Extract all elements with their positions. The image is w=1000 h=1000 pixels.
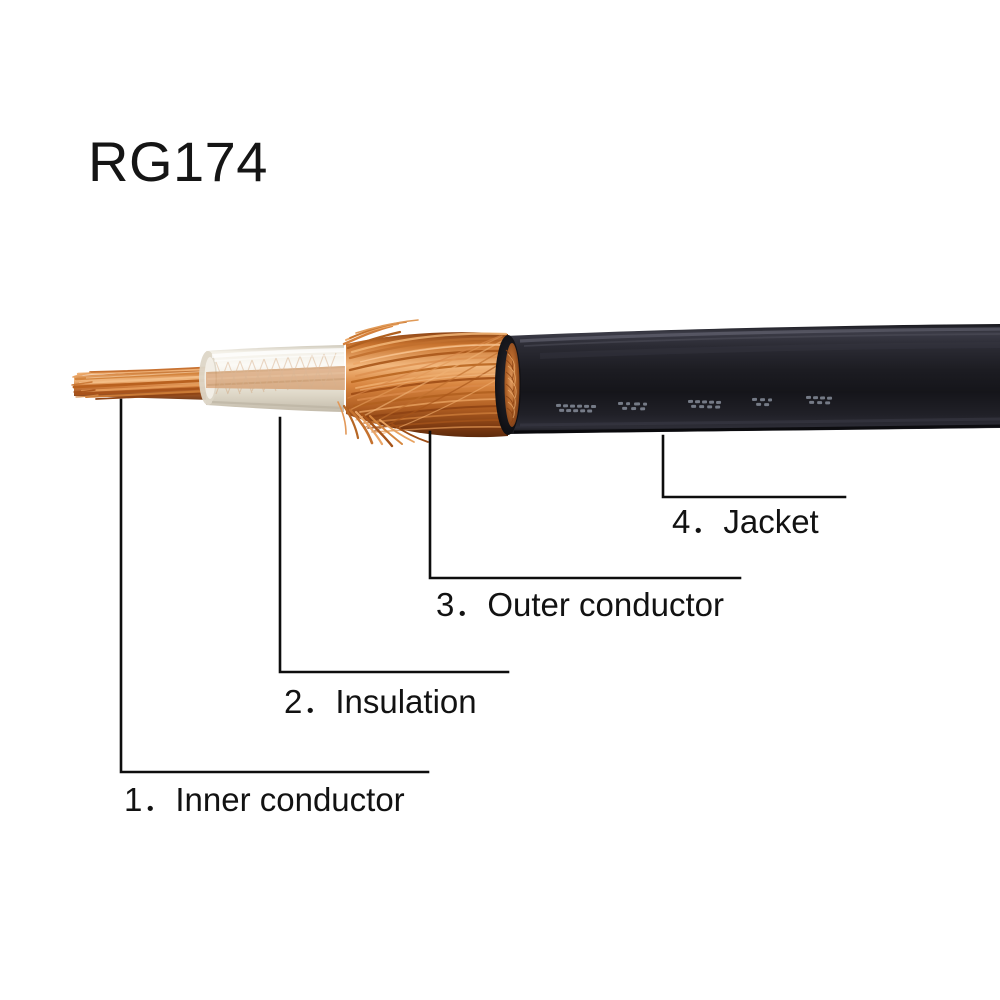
jacket-print-marking <box>556 395 833 413</box>
callout-label-outer-conductor: 3．Outer conductor <box>436 586 724 623</box>
inner-conductor-graphic <box>71 366 216 400</box>
page-title: RG174 <box>88 130 268 193</box>
leader-line-4 <box>661 434 847 499</box>
leader-line-1 <box>119 398 430 774</box>
leader-line-3 <box>428 430 742 580</box>
leader-lines <box>119 398 847 774</box>
insulation-graphic <box>199 345 345 412</box>
jacket-graphic <box>495 324 1000 435</box>
leader-line-2 <box>278 416 510 674</box>
outer-conductor-graphic <box>337 319 508 448</box>
callout-label-inner-conductor: 1．Inner conductor <box>124 781 405 818</box>
callout-label-jacket: 4．Jacket <box>672 503 819 540</box>
callout-label-insulation: 2．Insulation <box>284 683 477 720</box>
